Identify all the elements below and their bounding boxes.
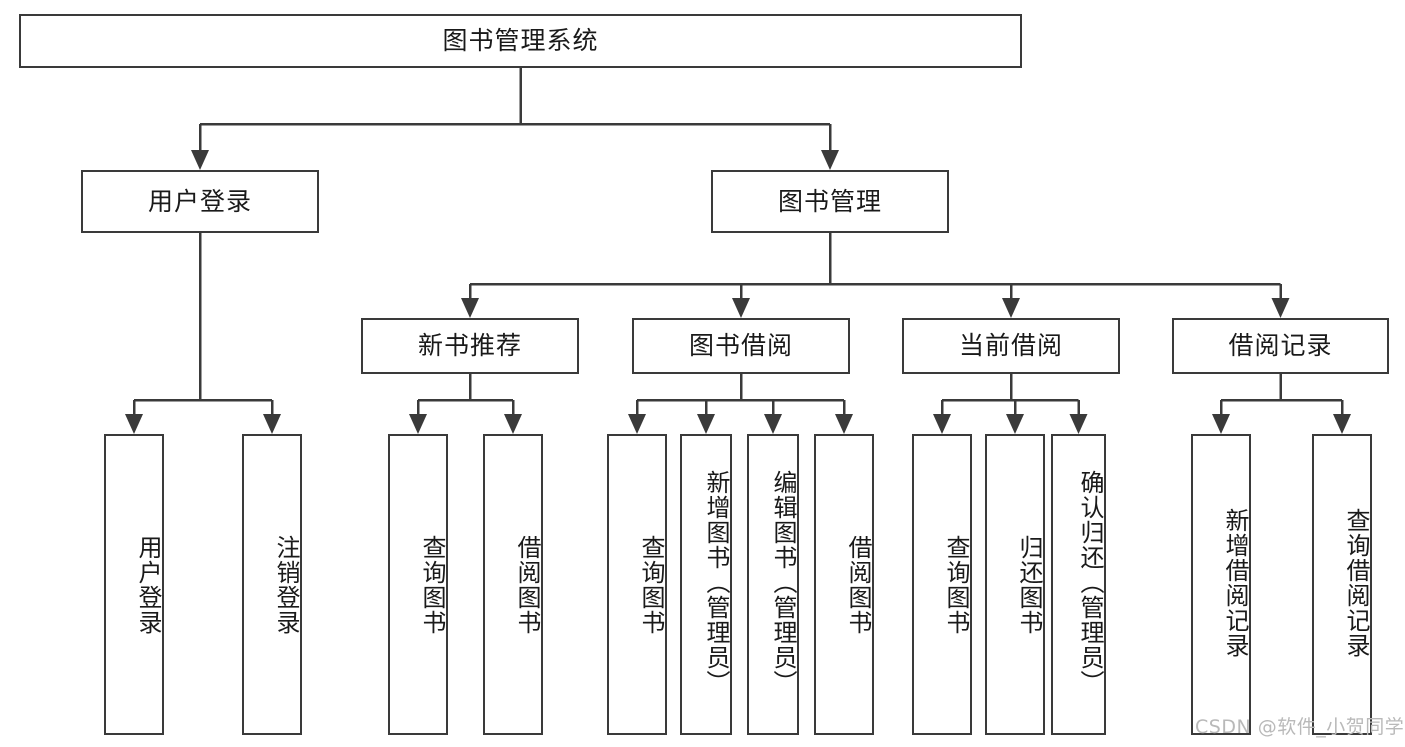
- node-leaf-query-book-2[interactable]: 查询图书: [607, 434, 667, 735]
- node-label: 新书推荐: [417, 331, 522, 361]
- node-label: 借阅图书: [844, 534, 872, 635]
- arrowhead-icon: [835, 414, 853, 434]
- node-current-borrow[interactable]: 当前借阅: [902, 318, 1120, 374]
- node-leaf-query-record[interactable]: 查询借阅记录: [1312, 434, 1372, 735]
- node-leaf-query-book-1[interactable]: 查询图书: [388, 434, 448, 735]
- csdn-watermark: CSDN @软件_小贺同学: [1195, 716, 1405, 738]
- node-label: 编辑图书（管理员）: [769, 470, 797, 695]
- arrowhead-icon: [732, 298, 750, 318]
- node-label: 新增借阅记录: [1221, 507, 1249, 658]
- arrowhead-icon: [191, 150, 209, 170]
- node-user-login[interactable]: 用户登录: [81, 170, 319, 233]
- node-borrow-record[interactable]: 借阅记录: [1172, 318, 1389, 374]
- arrowhead-icon: [1002, 298, 1020, 318]
- arrowhead-icon: [263, 414, 281, 434]
- arrowhead-icon: [1006, 414, 1024, 434]
- node-label: 归还图书: [1015, 534, 1043, 635]
- node-label: 用户登录: [147, 186, 252, 216]
- node-label: 查询借阅记录: [1342, 507, 1370, 658]
- arrowhead-icon: [1212, 414, 1230, 434]
- node-leaf-query-book-3[interactable]: 查询图书: [912, 434, 972, 735]
- node-label: 查询图书: [942, 534, 970, 635]
- node-label: 图书借阅: [688, 331, 793, 361]
- arrowhead-icon: [933, 414, 951, 434]
- node-label: 注销登录: [272, 534, 300, 635]
- node-leaf-return-book[interactable]: 归还图书: [985, 434, 1045, 735]
- node-label: 图书管理系统: [442, 26, 599, 56]
- arrowhead-icon: [409, 414, 427, 434]
- node-new-book-rec[interactable]: 新书推荐: [361, 318, 579, 374]
- node-book-manage[interactable]: 图书管理: [711, 170, 949, 233]
- node-root[interactable]: 图书管理系统: [19, 14, 1022, 68]
- arrowhead-icon: [461, 298, 479, 318]
- node-label: 图书管理: [777, 186, 882, 216]
- node-label: 借阅记录: [1228, 331, 1333, 361]
- node-leaf-user-login[interactable]: 用户登录: [104, 434, 164, 735]
- node-leaf-edit-book[interactable]: 编辑图书（管理员）: [747, 434, 799, 735]
- arrowhead-icon: [697, 414, 715, 434]
- node-label: 当前借阅: [958, 331, 1063, 361]
- arrowhead-icon: [504, 414, 522, 434]
- node-label: 新增图书（管理员）: [702, 470, 730, 695]
- arrowhead-icon: [1333, 414, 1351, 434]
- arrowhead-icon: [764, 414, 782, 434]
- arrowhead-icon: [125, 414, 143, 434]
- arrowhead-icon: [1271, 298, 1290, 318]
- node-label: 查询图书: [637, 534, 665, 635]
- node-leaf-confirm-return[interactable]: 确认归还（管理员）: [1051, 434, 1106, 735]
- node-label: 查询图书: [418, 534, 446, 635]
- node-leaf-borrow-book-1[interactable]: 借阅图书: [483, 434, 543, 735]
- node-label: 用户登录: [134, 534, 162, 635]
- arrowhead-icon: [821, 150, 839, 170]
- node-label: 确认归还（管理员）: [1076, 470, 1104, 695]
- node-leaf-logout[interactable]: 注销登录: [242, 434, 302, 735]
- node-leaf-add-record[interactable]: 新增借阅记录: [1191, 434, 1251, 735]
- node-leaf-add-book[interactable]: 新增图书（管理员）: [680, 434, 732, 735]
- arrowhead-icon: [1069, 414, 1088, 434]
- node-leaf-borrow-book-2[interactable]: 借阅图书: [814, 434, 874, 735]
- node-book-borrow[interactable]: 图书借阅: [632, 318, 850, 374]
- node-label: 借阅图书: [513, 534, 541, 635]
- arrowhead-icon: [628, 414, 646, 434]
